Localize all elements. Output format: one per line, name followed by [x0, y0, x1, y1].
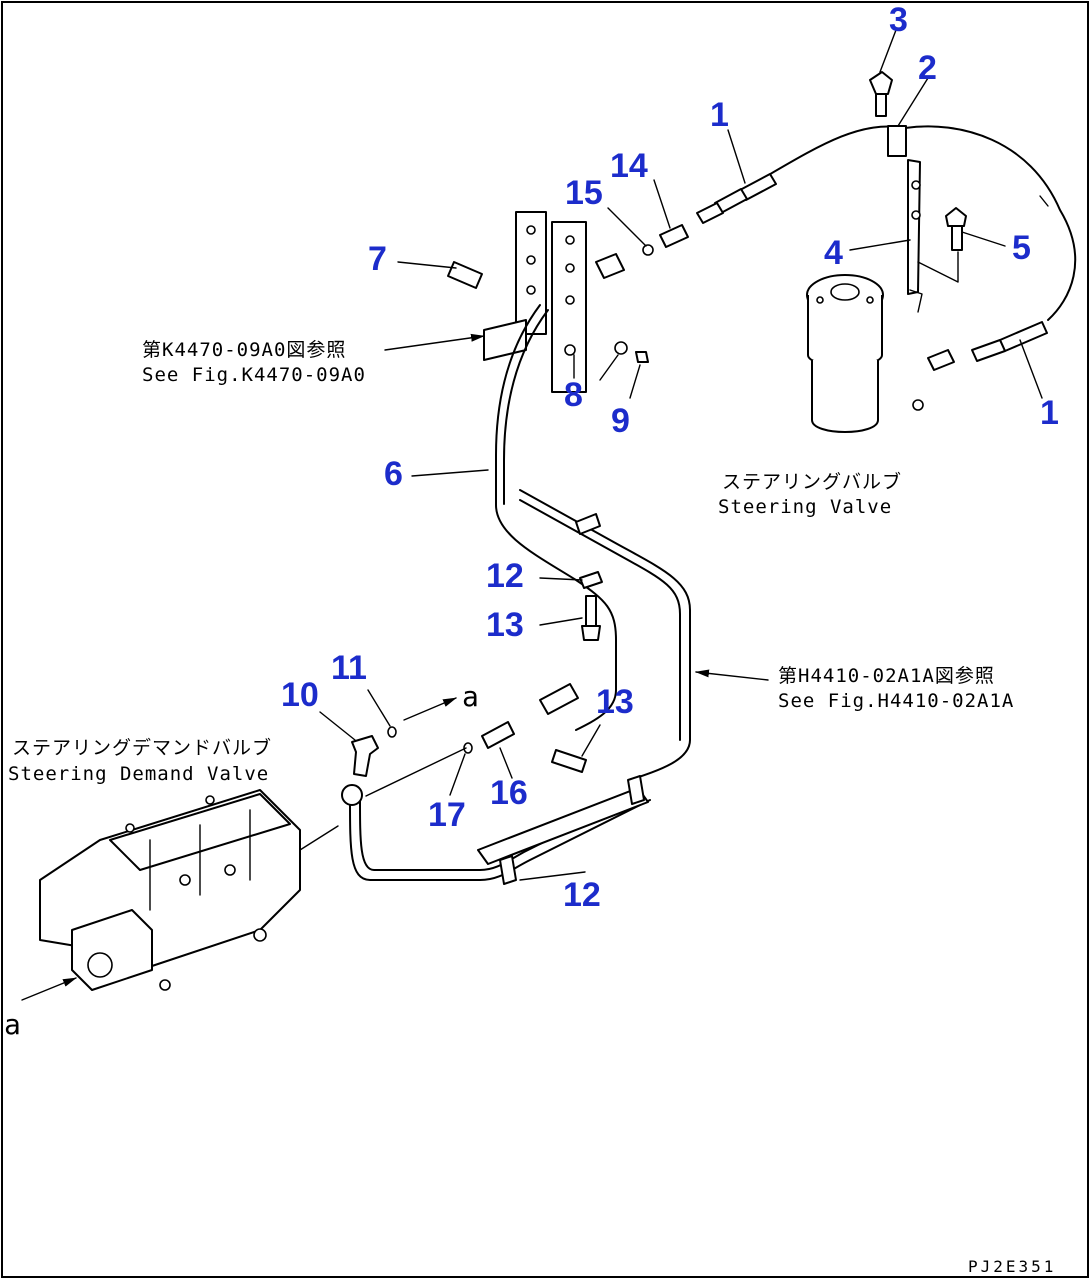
callout-1-upper: 1 [710, 96, 729, 134]
steering-valve [806, 274, 955, 433]
ref-h4410-en: See Fig.H4410-02A1A [778, 690, 1014, 712]
connection-mark-a-lower: a [4, 1008, 22, 1041]
mounting-brackets [447, 211, 649, 393]
callout-9: 9 [611, 402, 630, 440]
callout-11: 11 [331, 649, 367, 687]
steering-valve-label-en: Steering Valve [718, 496, 892, 518]
callout-2: 2 [918, 49, 937, 87]
callout-8: 8 [564, 376, 583, 414]
ref-arrow-h4410 [695, 669, 769, 681]
callout-15: 15 [565, 174, 603, 212]
demand-valve-label-jp: ステアリングデマンドバルブ [12, 736, 272, 759]
steering-valve-label-jp: ステアリングバルブ [722, 470, 902, 493]
connection-arrow-upper [403, 697, 457, 721]
callout-10: 10 [281, 676, 319, 714]
leader-lines [319, 29, 1043, 881]
callout-3: 3 [889, 1, 908, 39]
demand-valve-label-en: Steering Demand Valve [8, 763, 269, 785]
hose-upper [696, 125, 1077, 362]
callout-14: 14 [610, 147, 648, 185]
ref-h4410-jp: 第H4410-02A1A図参照 [778, 665, 995, 687]
fittings-14-15 [642, 224, 689, 256]
callout-1-lower: 1 [1040, 394, 1059, 432]
callout-12-lower: 12 [563, 876, 601, 914]
callout-4: 4 [824, 234, 843, 272]
clamp-bracket-assembly [869, 71, 967, 313]
callout-13-lower: 13 [596, 683, 634, 721]
callout-7: 7 [368, 240, 387, 278]
callout-5: 5 [1012, 229, 1031, 267]
connection-arrow-lower [21, 977, 77, 1001]
hose-and-tube-routing [341, 304, 691, 885]
ref-k4470-en: See Fig.K4470-09A0 [142, 364, 366, 386]
steering-demand-valve [39, 789, 339, 991]
connection-mark-a-upper: a [462, 680, 480, 713]
clamp-12-bolt-13-upper [579, 571, 603, 641]
lower-fittings [351, 683, 587, 777]
ref-k4470-jp: 第K4470-09A0図参照 [142, 339, 346, 361]
callout-6: 6 [384, 455, 403, 493]
ref-arrow-k4470 [384, 333, 485, 351]
callout-12-upper: 12 [486, 557, 524, 595]
callout-13-upper: 13 [486, 606, 524, 644]
drawing-code: PJ2E351 [968, 1257, 1056, 1276]
callout-16: 16 [490, 774, 528, 812]
callout-17: 17 [428, 796, 466, 834]
